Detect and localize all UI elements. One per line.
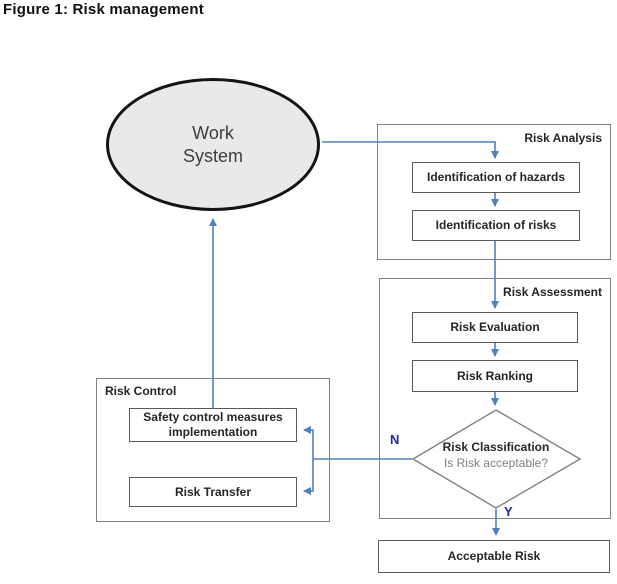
- node-acceptable-risk[interactable]: Acceptable Risk: [378, 540, 610, 573]
- node-work-system[interactable]: Work System: [106, 78, 320, 211]
- risk-analysis-group-label: Risk Analysis: [524, 131, 602, 145]
- safety-control-measures-label: Safety control measures implementation: [143, 410, 283, 439]
- group-risk-control: Risk Control: [96, 378, 330, 522]
- risk-assessment-group-label: Risk Assessment: [503, 285, 602, 299]
- node-risk-ranking[interactable]: Risk Ranking: [412, 360, 578, 392]
- node-identification-of-risks[interactable]: Identification of risks: [412, 210, 580, 241]
- group-risk-analysis: Risk Analysis: [377, 124, 611, 260]
- node-risk-evaluation[interactable]: Risk Evaluation: [412, 312, 578, 343]
- figure-title: Figure 1: Risk management: [3, 1, 204, 18]
- risk-ranking-label: Risk Ranking: [456, 368, 534, 383]
- work-system-label: Work System: [182, 123, 243, 166]
- branch-label-yes: Y: [504, 504, 513, 519]
- identification-of-risks-label: Identification of risks: [435, 218, 557, 232]
- branch-label-no: N: [390, 432, 400, 447]
- group-risk-assessment: Risk Assessment: [379, 278, 611, 519]
- risk-control-group-label: Risk Control: [105, 384, 177, 398]
- risk-evaluation-label: Risk Evaluation: [450, 320, 540, 334]
- risk-transfer-label: Risk Transfer: [174, 484, 252, 499]
- node-identification-of-hazards[interactable]: Identification of hazards: [412, 162, 580, 193]
- node-safety-control-measures[interactable]: Safety control measures implementation: [129, 408, 297, 442]
- node-risk-transfer[interactable]: Risk Transfer: [129, 477, 297, 507]
- acceptable-risk-label: Acceptable Risk: [447, 549, 541, 563]
- identification-of-hazards-label: Identification of hazards: [426, 170, 565, 184]
